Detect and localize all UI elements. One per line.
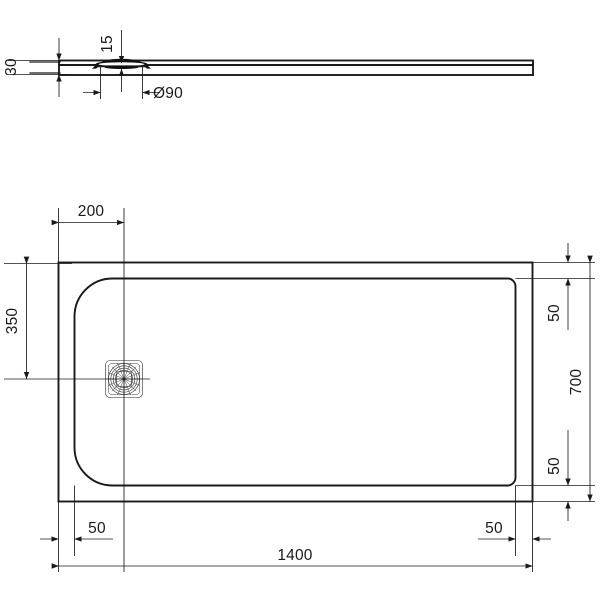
tray-plan-body <box>57 261 534 503</box>
dim-label-rim-left: 50 <box>88 520 106 537</box>
drain-plug-ellipse <box>104 65 139 69</box>
drain-dish-outer-rim <box>92 58 151 69</box>
dim-label-drain-y: 350 <box>4 308 21 335</box>
dimension-drain-depth-15: 15 <box>99 30 125 92</box>
dimension-overall-width-1400: 1400 <box>51 547 533 569</box>
tray-outer-outline <box>57 261 534 503</box>
dim-label-rim-bottom: 50 <box>546 457 563 475</box>
dimension-overall-depth-700: 700 <box>568 255 593 502</box>
dimension-group-bottom: 50 50 1400 <box>40 485 551 572</box>
dimension-rim-left-50: 50 <box>40 520 113 542</box>
dimension-rim-top-50: 50 <box>546 243 571 330</box>
section-view-group: 30 <box>3 30 534 102</box>
dim-label-overall-depth: 700 <box>568 369 585 396</box>
tray-basin-outline <box>73 277 517 487</box>
slab-outline <box>58 59 534 76</box>
dimension-group-right: 50 50 700 <box>515 243 595 521</box>
dim-label-drain-depth: 15 <box>99 35 116 53</box>
dimension-drain-diameter: Ø90 <box>83 66 183 102</box>
dim-label-thickness: 30 <box>3 58 20 76</box>
dim-label-rim-top: 50 <box>546 304 563 322</box>
dim-label-drain-x: 200 <box>78 203 105 220</box>
plan-view-group: 200 350 50 <box>4 203 595 572</box>
dimension-thickness-30: 30 <box>3 38 68 97</box>
dimension-rim-bottom-50: 50 <box>546 430 571 521</box>
dim-label-rim-right: 50 <box>485 520 503 537</box>
dim-label-overall-width: 1400 <box>277 547 312 564</box>
section-drain-depression <box>92 58 151 69</box>
drain-dish-inner <box>98 62 145 67</box>
dimension-drain-y-350: 350 <box>4 256 72 380</box>
dimension-drain-x-200: 200 <box>51 203 125 265</box>
dim-label-drain-diameter: Ø90 <box>153 85 183 102</box>
dimension-rim-right-50: 50 <box>478 520 551 542</box>
